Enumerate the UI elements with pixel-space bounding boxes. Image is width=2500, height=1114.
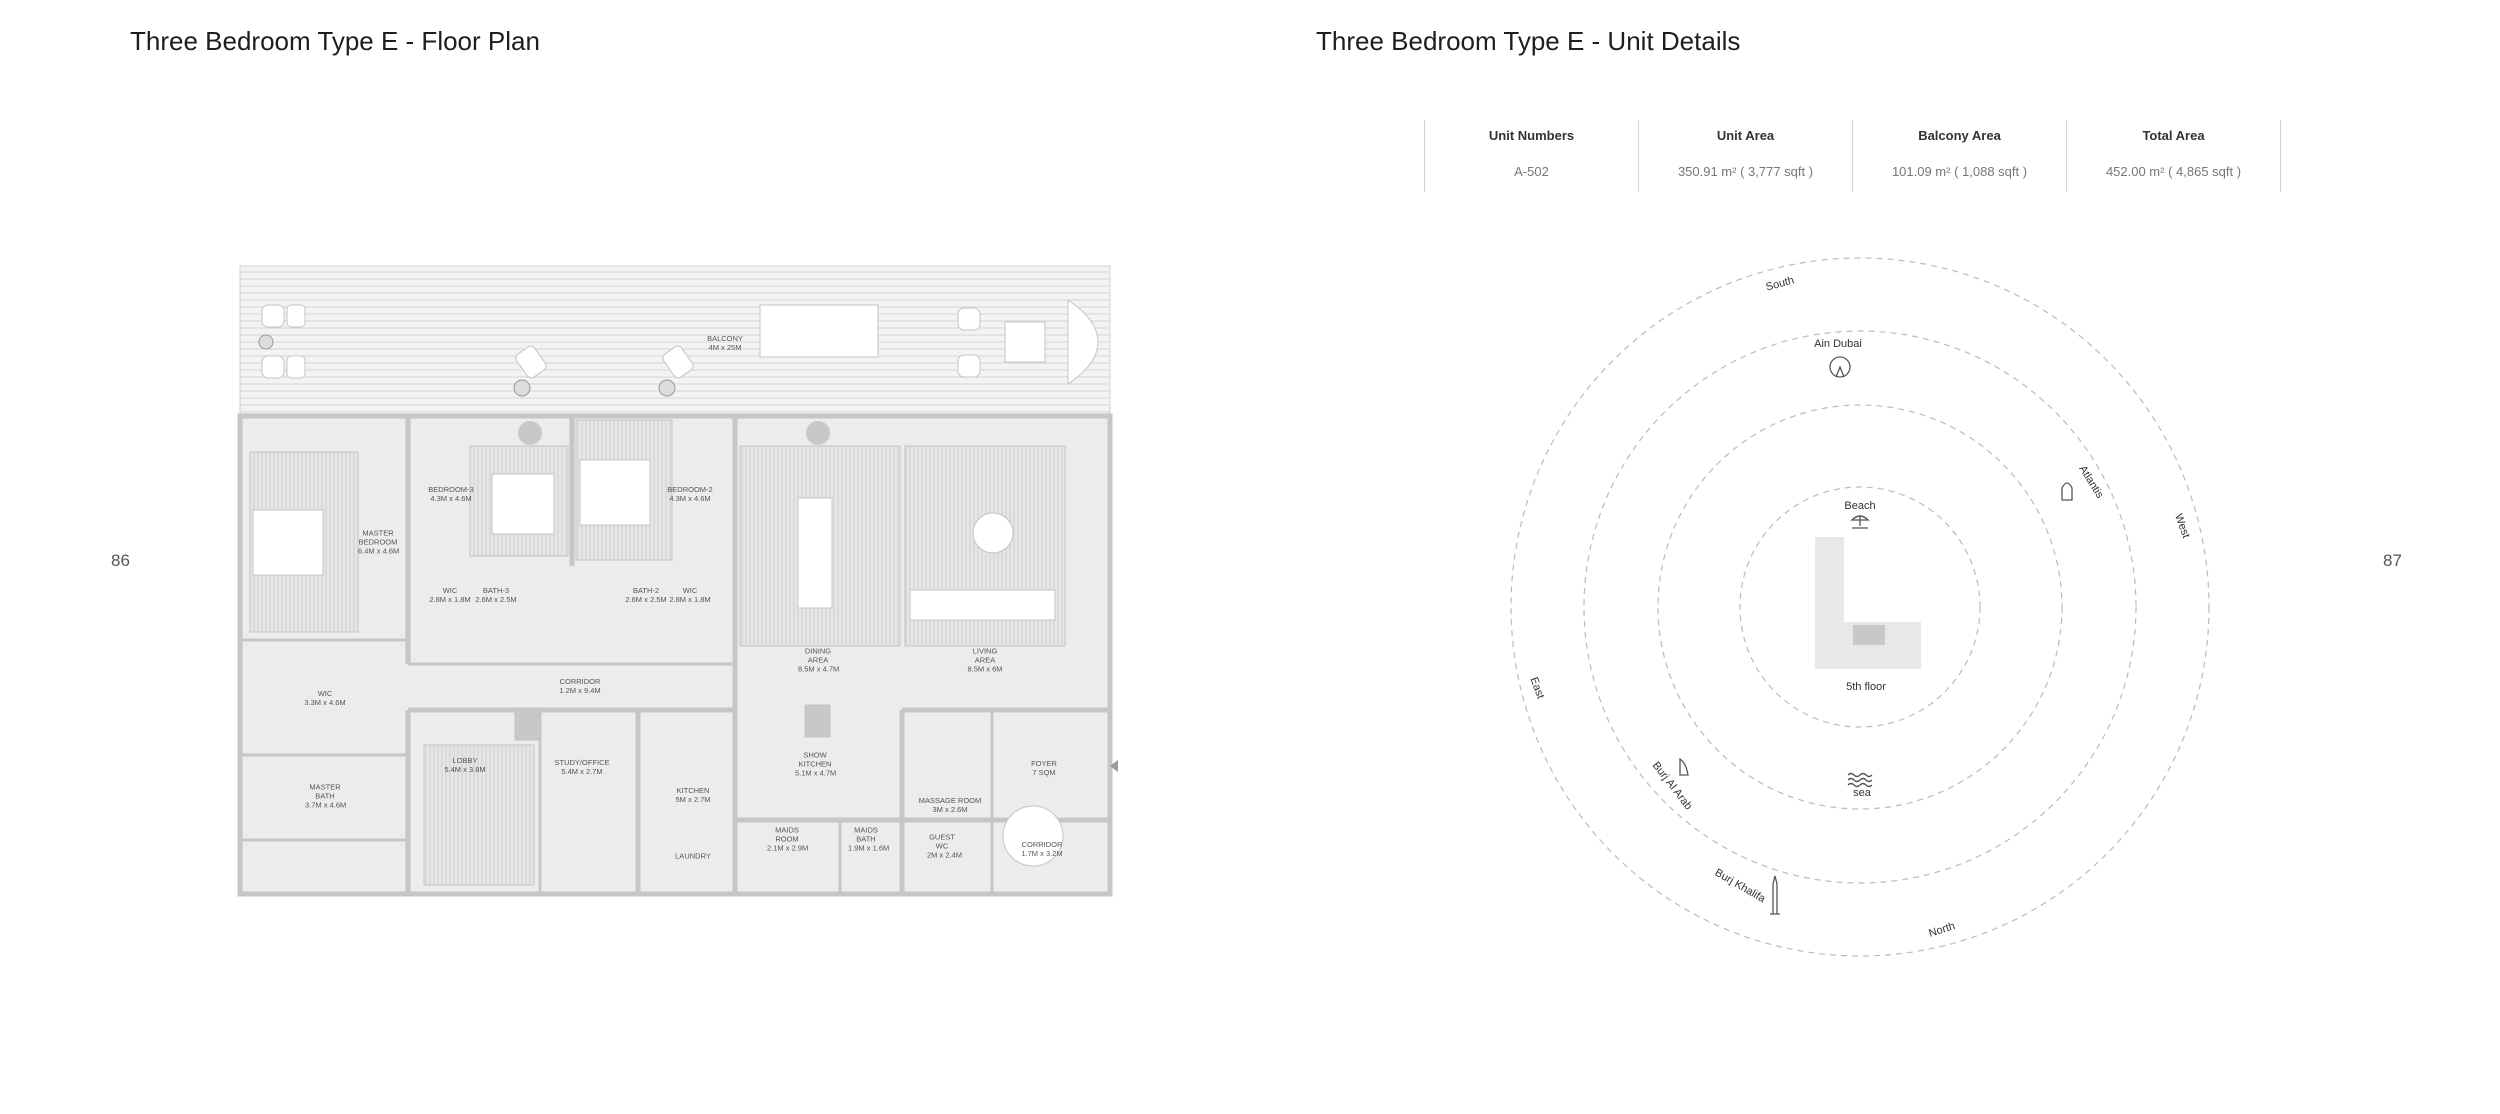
ring-inner <box>1739 486 1981 728</box>
balcony-area-column: Balcony Area 101.09 m² ( 1,088 sqft ) <box>1852 120 2066 192</box>
total-area-column: Total Area 452.00 m² ( 4,865 sqft ) <box>2066 120 2281 192</box>
ring-outer <box>1510 257 2210 957</box>
ring-3 <box>1657 404 2063 810</box>
unit-details-title: Three Bedroom Type E - Unit Details <box>1316 26 1741 56</box>
column-value: 350.91 m² ( 3,777 sqft ) <box>1677 164 1814 179</box>
building-icon <box>1815 537 1921 669</box>
landmark-ain-dubai: Ain Dubai <box>1814 338 1862 350</box>
ain-dubai-icon <box>1829 356 1851 378</box>
entrance-marker <box>1110 760 1118 772</box>
landmark-sea: sea <box>1853 787 1871 799</box>
burj-khalifa-icon <box>1770 875 1780 915</box>
balcony-area <box>239 265 1111 415</box>
column-value: 452.00 m² ( 4,865 sqft ) <box>2105 164 2242 179</box>
column-header: Balcony Area <box>1918 128 2001 143</box>
burj-al-arab-icon <box>1679 757 1689 776</box>
unit-area-column: Unit Area 350.91 m² ( 3,777 sqft ) <box>1638 120 1852 192</box>
room-label-laundry: LAUNDRY <box>675 851 711 861</box>
sea-waves-icon <box>1847 772 1873 788</box>
column-header: Unit Area <box>1716 128 1775 143</box>
column-header: Unit Numbers <box>1488 128 1575 143</box>
furniture <box>249 419 1066 886</box>
ring-2 <box>1583 330 2137 884</box>
beach-umbrella-icon <box>1850 515 1870 529</box>
atlantis-icon <box>2061 482 2073 501</box>
page-number-left: 86 <box>111 551 130 570</box>
column-value: A-502 <box>1514 164 1549 179</box>
column-value: 101.09 m² ( 1,088 sqft ) <box>1891 164 2028 179</box>
landmark-beach: Beach <box>1844 500 1876 512</box>
floor-label: 5th floor <box>1846 681 1886 693</box>
page-number-right: 87 <box>2383 551 2402 570</box>
column-header: Total Area <box>2142 128 2205 143</box>
floor-plan-title: Three Bedroom Type E - Floor Plan <box>130 26 540 56</box>
